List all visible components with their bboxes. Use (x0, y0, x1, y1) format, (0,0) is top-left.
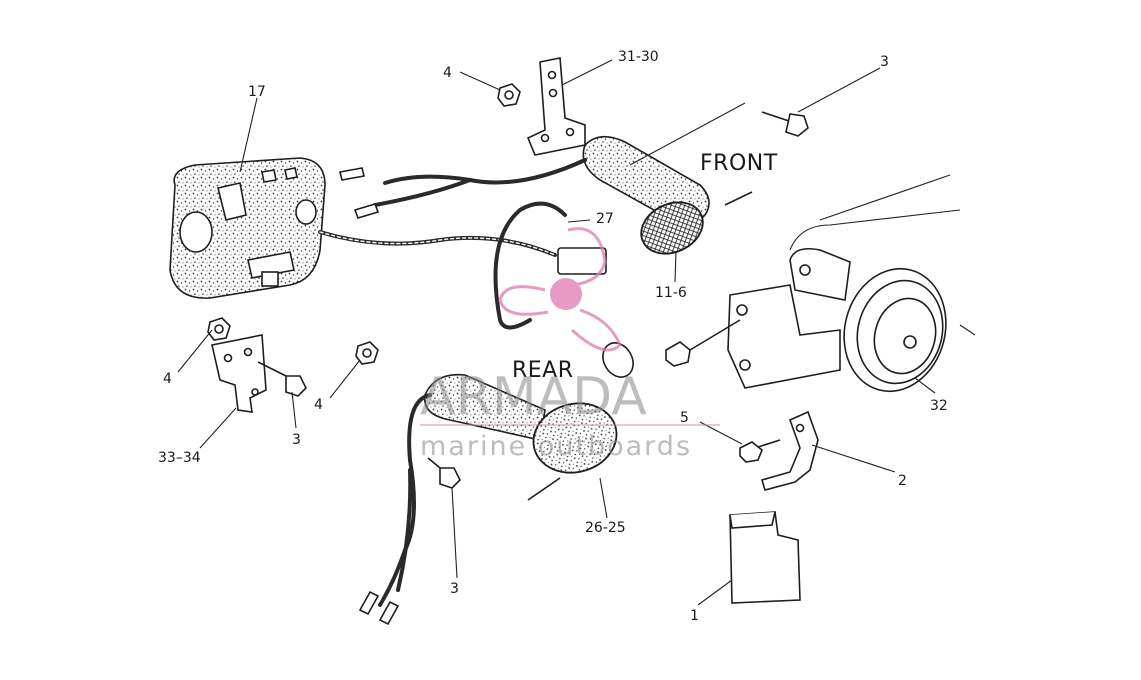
label-3-bottom: 3 (450, 581, 459, 597)
label-3-left: 3 (292, 432, 301, 448)
label-2: 2 (898, 473, 907, 489)
rear-indicator-cable (378, 393, 432, 607)
label-4-mid: 4 (314, 397, 323, 413)
bracket-33-34 (211, 334, 267, 413)
label-front: FRONT (700, 151, 778, 176)
screw-rear-lens (527, 477, 561, 501)
label-1: 1 (690, 608, 699, 624)
nut-4-left (207, 317, 231, 341)
watermark-tagline: marine outboards (420, 431, 692, 462)
bullet-connector (358, 590, 380, 616)
clip-2 (761, 410, 819, 491)
relay-box-1 (729, 511, 801, 604)
switch-housing-17 (169, 157, 326, 299)
watermark-brand: ARMADA (420, 367, 647, 427)
label-rear: REAR (512, 358, 574, 383)
bolt-horn (665, 319, 741, 367)
bullet-connector (378, 600, 400, 626)
screw-front-lens (724, 191, 753, 206)
screw-3-left (257, 361, 307, 397)
front-indicator-11-6 (582, 135, 710, 255)
label-3-top: 3 (880, 54, 889, 70)
label-33-34: 33–34 (158, 450, 201, 466)
screw-3-top (761, 111, 809, 137)
wire-loop-27 (493, 201, 567, 330)
connector-block (557, 247, 607, 275)
nut-4-top (497, 83, 521, 107)
label-17: 17 (248, 84, 266, 100)
label-32: 32 (930, 398, 948, 414)
bullet-connector (353, 203, 380, 219)
watermark: ARMADA marine outboards (420, 227, 720, 462)
label-26-25: 26-25 (585, 520, 626, 536)
label-4-left: 4 (163, 371, 172, 387)
leader-lines (177, 59, 936, 606)
label-27: 27 (596, 211, 614, 227)
label-31-30: 31-30 (618, 49, 659, 65)
bracket-31-30 (526, 57, 586, 156)
screw-5 (739, 439, 781, 463)
label-5: 5 (680, 410, 689, 426)
screw-3-bottom (427, 457, 461, 489)
front-indicator-cable (383, 158, 587, 185)
horn-32 (727, 174, 976, 393)
bullet-connector (339, 167, 365, 181)
propeller-logo-icon (498, 227, 622, 352)
label-4-top: 4 (443, 65, 452, 81)
nut-4-mid (355, 341, 379, 365)
label-11-6: 11-6 (655, 285, 687, 301)
